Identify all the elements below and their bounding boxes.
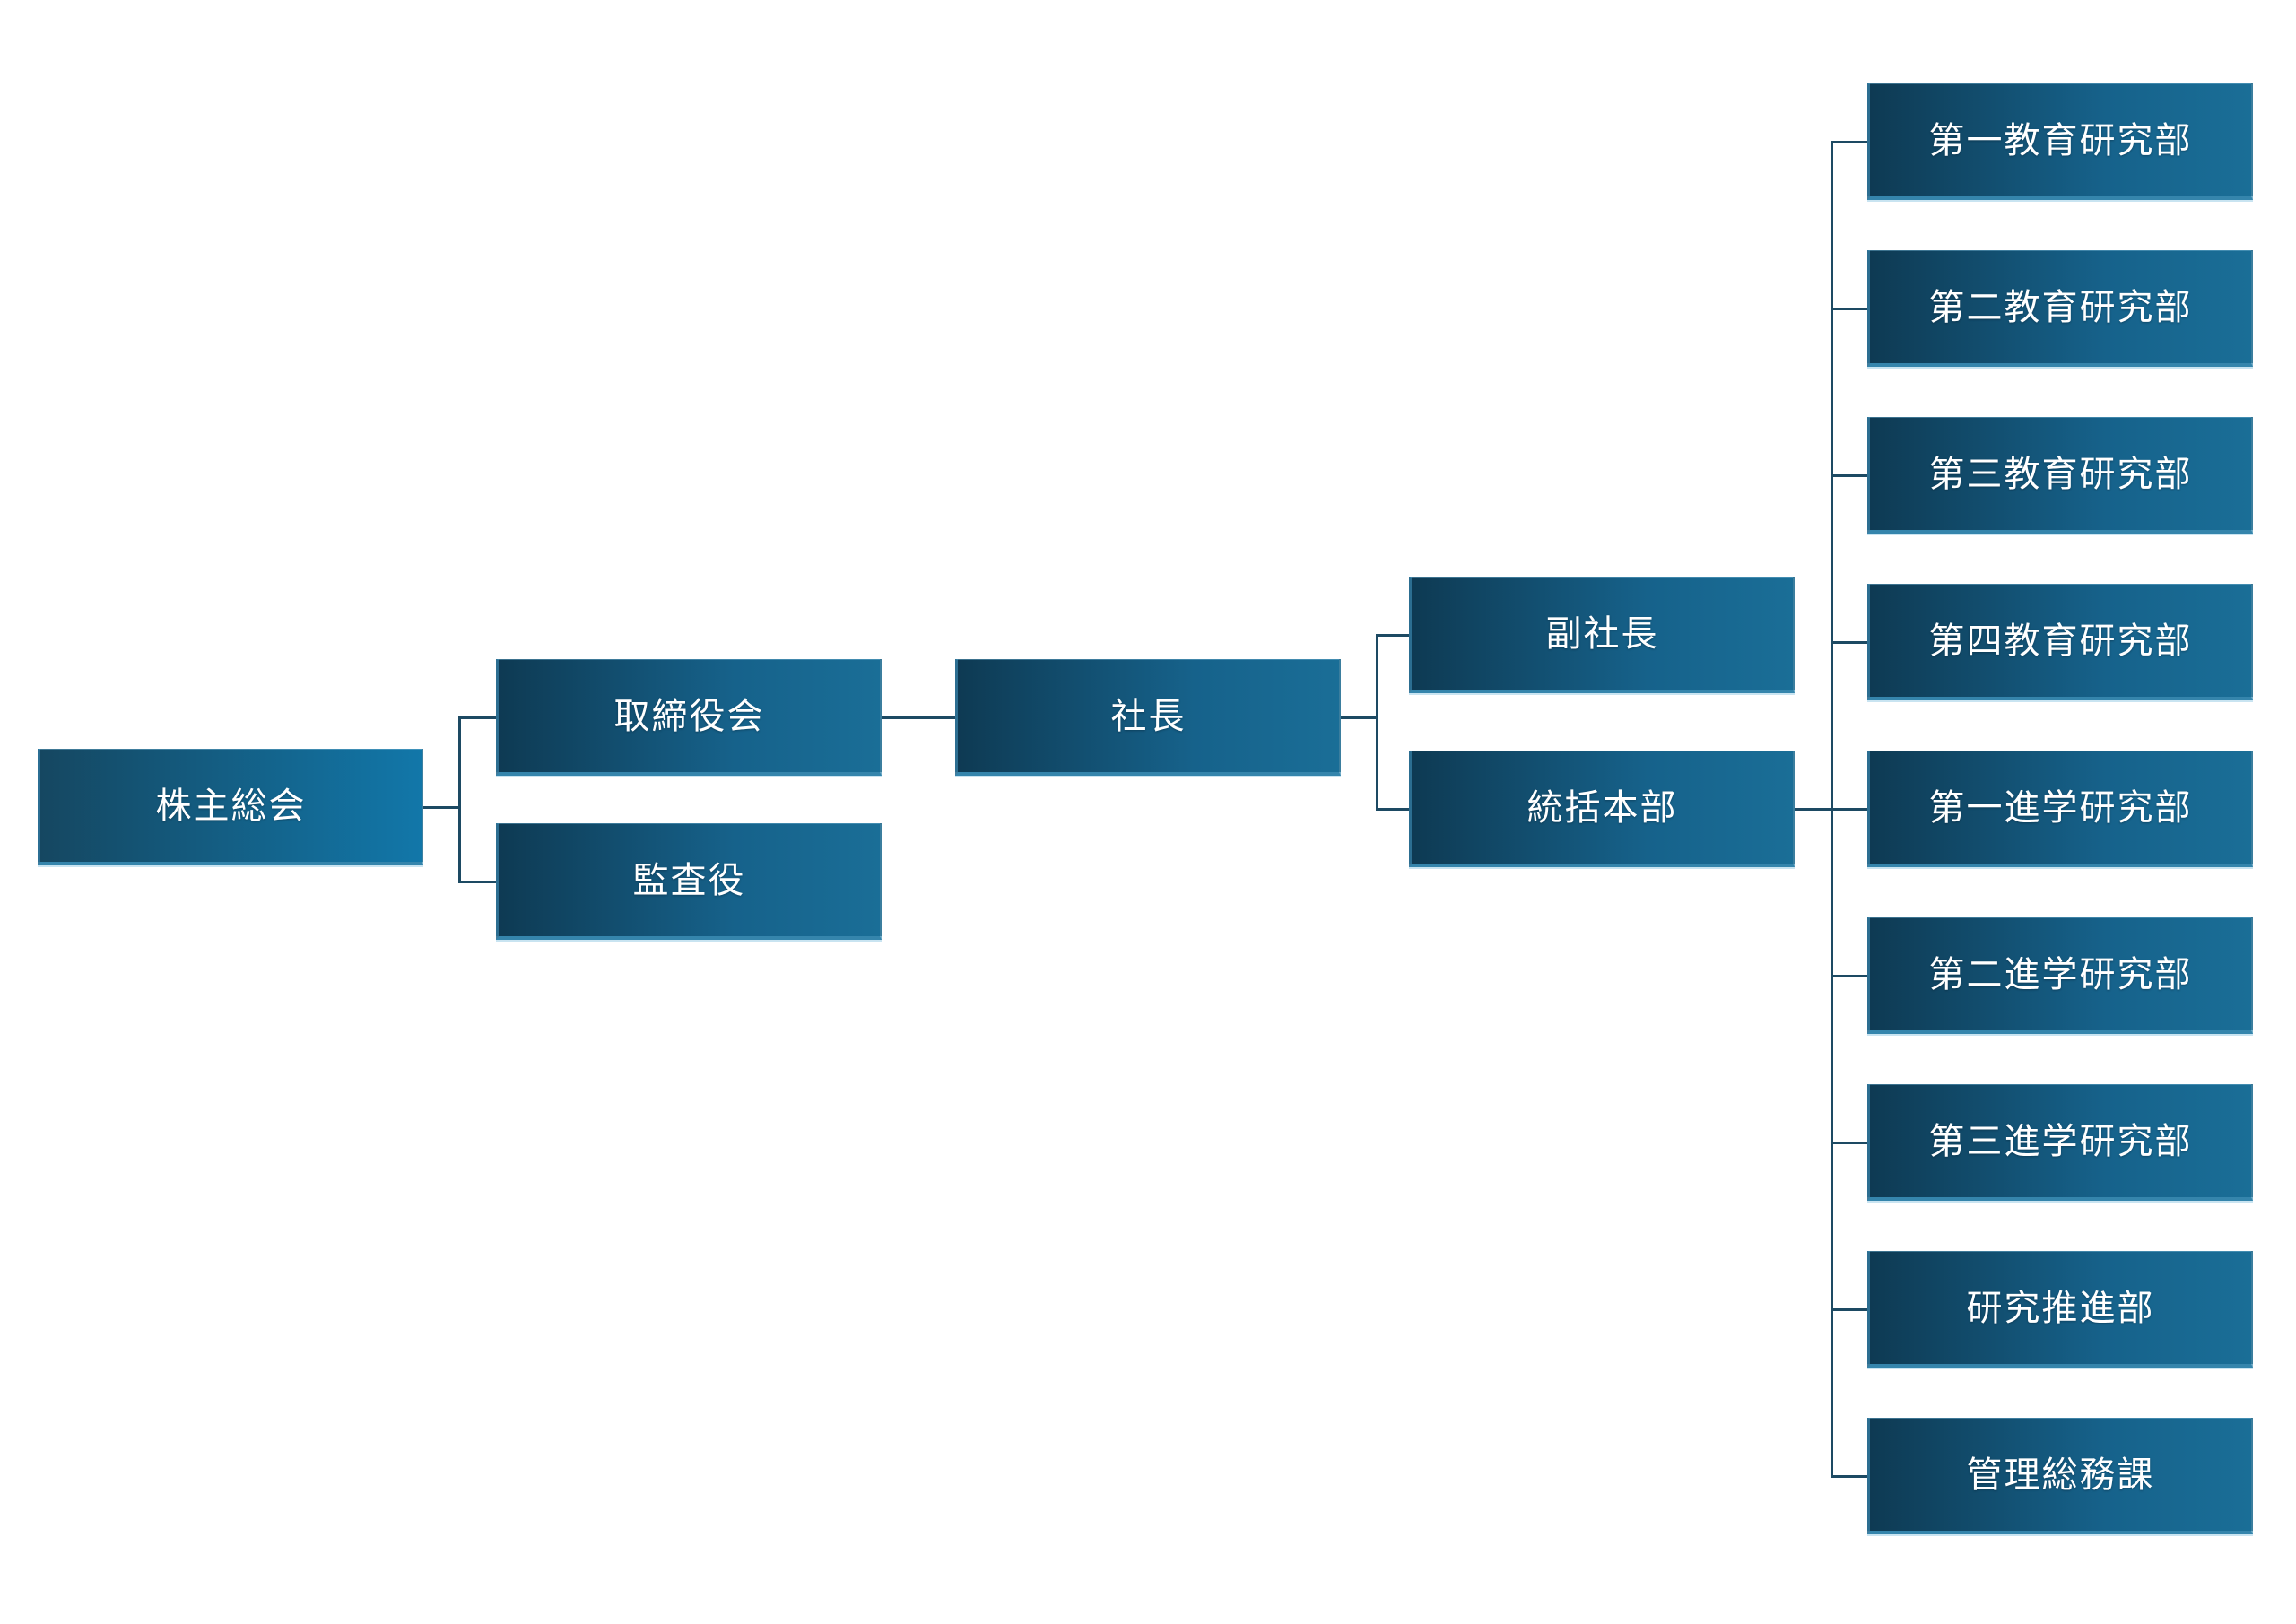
org-node-edu-research-2: 第二教育研究部: [1867, 250, 2253, 367]
connector-branch-edu-research-1: [1831, 141, 1867, 143]
org-node-research-promotion: 研究推進部: [1867, 1251, 2253, 1368]
org-node-shareholders-meeting: 株主総会: [38, 749, 423, 865]
org-node-shingaku-research-2: 第二進学研究部: [1867, 917, 2253, 1034]
connector-branch-headquarters: [1376, 808, 1409, 811]
org-node-label: 第一進学研究部: [1928, 786, 2193, 828]
connector-president-out: [1341, 716, 1378, 719]
connector-branch-admin-general-affairs: [1831, 1475, 1867, 1478]
org-node-label: 副社長: [1545, 612, 1659, 654]
org-node-label: 研究推進部: [1966, 1287, 2155, 1328]
connector-branch-research-promotion: [1831, 1308, 1867, 1311]
org-node-label: 取締役会: [613, 695, 765, 736]
org-node-label: 株主総会: [155, 785, 307, 826]
connector-branch-edu-research-3: [1831, 474, 1867, 477]
connector-branch-vice-president: [1376, 634, 1409, 637]
org-node-shingaku-research-3: 第三進学研究部: [1867, 1084, 2253, 1201]
org-node-edu-research-4: 第四教育研究部: [1867, 584, 2253, 700]
connector-bracket-president: [1376, 634, 1378, 811]
org-node-shingaku-research-1: 第一進学研究部: [1867, 751, 2253, 867]
connector-branch-edu-research-4: [1831, 641, 1867, 644]
org-node-label: 第二進学研究部: [1928, 953, 2193, 994]
org-node-label: 管理総務課: [1966, 1454, 2155, 1495]
org-node-label: 第三教育研究部: [1928, 453, 2193, 494]
connector-shareholders-out: [423, 806, 460, 809]
org-node-label: 統括本部: [1526, 786, 1678, 828]
connector-board-to-president: [882, 716, 955, 719]
org-node-label: 監査役: [632, 859, 746, 900]
org-node-edu-research-1: 第一教育研究部: [1867, 83, 2253, 200]
org-node-label: 第二教育研究部: [1928, 286, 2193, 327]
org-node-general-headquarters: 統括本部: [1409, 751, 1795, 867]
org-node-vice-president: 副社長: [1409, 577, 1795, 693]
org-node-edu-research-3: 第三教育研究部: [1867, 417, 2253, 534]
org-node-admin-general-affairs: 管理総務課: [1867, 1418, 2253, 1534]
org-node-president: 社長: [955, 659, 1341, 776]
org-node-label: 社長: [1110, 695, 1187, 736]
connector-bracket-shareholders: [458, 716, 461, 883]
connector-headquarters-out: [1795, 808, 1832, 811]
org-node-auditors: 監査役: [496, 823, 882, 940]
org-node-label: 第三進学研究部: [1928, 1120, 2193, 1161]
org-node-label: 第一教育研究部: [1928, 119, 2193, 161]
org-node-label: 第四教育研究部: [1928, 620, 2193, 661]
connector-branch-auditors: [458, 881, 496, 883]
connector-branch-shingaku-research-2: [1831, 975, 1867, 977]
org-node-board-of-directors: 取締役会: [496, 659, 882, 776]
connector-branch-edu-research-2: [1831, 308, 1867, 310]
connector-branch-board: [458, 716, 496, 719]
connector-branch-shingaku-research-3: [1831, 1142, 1867, 1144]
connector-branch-shingaku-research-1: [1831, 808, 1867, 811]
